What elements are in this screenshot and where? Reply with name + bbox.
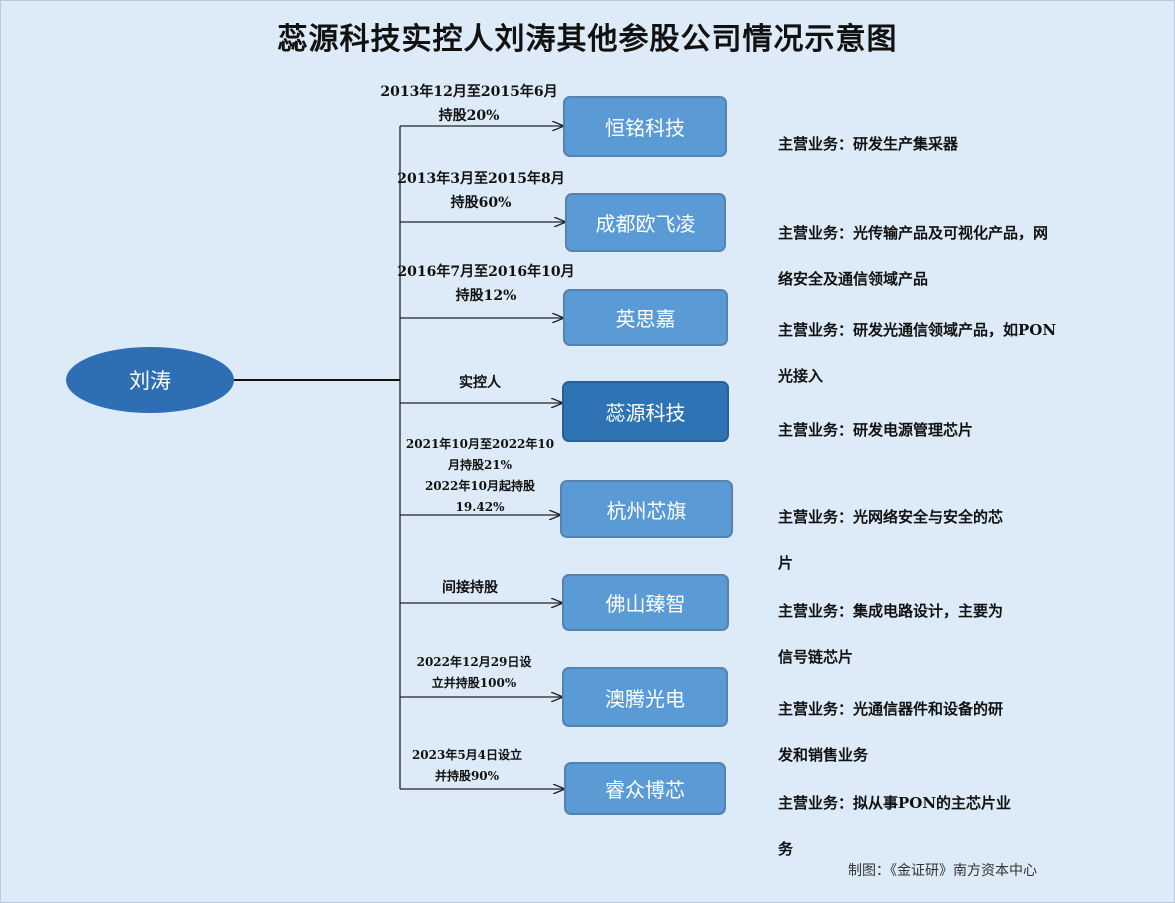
edge-label-4: 实控人 <box>440 371 520 395</box>
edge-label-line: 2013年12月至2015年6月 <box>380 84 558 100</box>
business-line: 主营业务：研发光通信领域产品，如PON <box>778 321 1057 339</box>
company-node-hangzhou-xinqi: 杭州芯旗 <box>560 480 733 538</box>
company-node-ruizhong-boxin: 睿众博芯 <box>564 762 726 815</box>
business-line: 片 <box>778 554 794 572</box>
edge-label-line: 持股12% <box>455 288 517 304</box>
business-line: 络安全及通信领域产品 <box>778 270 929 288</box>
business-desc-7: 主营业务：光通信器件和设备的研 发和销售业务 <box>778 675 1003 790</box>
business-desc-4: 主营业务：研发电源管理芯片 <box>778 396 973 465</box>
business-line: 信号链芯片 <box>778 648 854 666</box>
edge-label-5: 2021年10月至2022年10 月持股21% 2022年10月起持股 19.4… <box>395 434 565 518</box>
edge-label-line: 并持股90% <box>434 769 500 783</box>
edge-label-line: 19.42% <box>455 500 505 514</box>
company-name: 澳腾光电 <box>605 686 685 711</box>
edge-label-line: 立并持股100% <box>431 676 517 690</box>
business-line: 主营业务：研发电源管理芯片 <box>778 421 974 439</box>
company-name: 成都欧飞凌 <box>595 212 696 236</box>
edge-label-line: 2023年5月4日设立 <box>411 748 523 762</box>
root-node: 刘涛 <box>66 347 234 413</box>
company-name: 恒铭科技 <box>605 116 685 140</box>
edge-label-6: 间接持股 <box>420 576 520 600</box>
company-name: 佛山臻智 <box>605 592 686 616</box>
edge-label-line: 2013年3月至2015年8月 <box>397 171 565 187</box>
edge-label-line: 2022年10月起持股 <box>424 479 536 493</box>
business-desc-6: 主营业务：集成电路设计，主要为 信号链芯片 <box>778 577 1003 692</box>
business-desc-2: 主营业务：光传输产品及可视化产品，网 络安全及通信领域产品 <box>778 199 1048 314</box>
business-line: 主营业务：光传输产品及可视化产品，网 <box>778 224 1049 242</box>
company-name: 睿众博芯 <box>605 778 685 802</box>
company-node-ofeiling: 成都欧飞凌 <box>565 193 726 252</box>
edge-label-line: 2021年10月至2022年10 <box>405 437 555 451</box>
business-line: 务 <box>778 840 794 858</box>
edge-label-1: 2013年12月至2015年6月 持股20% <box>369 80 569 128</box>
business-line: 光接入 <box>778 367 824 385</box>
root-label: 刘涛 <box>129 369 171 393</box>
company-name: 蕊源科技 <box>605 401 686 425</box>
business-desc-3: 主营业务：研发光通信领域产品，如PON 光接入 <box>778 296 1056 411</box>
footer-credit: 制图：《金证研》南方资本中心 <box>848 863 1037 879</box>
company-node-yingsijia: 英思嘉 <box>563 289 728 346</box>
company-node-aoteng: 澳腾光电 <box>562 667 728 727</box>
company-node-hengming: 恒铭科技 <box>563 96 727 157</box>
edge-label-line: 持股60% <box>450 195 512 211</box>
business-line: 主营业务：光通信器件和设备的研 <box>778 700 1004 718</box>
business-desc-5: 主营业务：光网络安全与安全的芯 片 <box>778 483 1003 598</box>
edge-label-line: 2016年7月至2016年10月 <box>397 264 575 280</box>
edge-label-line: 持股20% <box>438 108 500 124</box>
business-line: 主营业务：拟从事PON的主芯片业 <box>778 794 1012 812</box>
business-line: 主营业务：研发生产集采器 <box>778 135 959 153</box>
business-line: 主营业务：光网络安全与安全的芯 <box>778 508 1004 526</box>
edge-label-line: 月持股21% <box>447 458 513 472</box>
edge-label-2: 2013年3月至2015年8月 持股60% <box>381 167 581 215</box>
company-node-ruiyuan: 蕊源科技 <box>562 381 729 442</box>
edge-label-line: 2022年12月29日设 <box>416 655 532 669</box>
edge-label-line: 间接持股 <box>442 580 498 596</box>
business-line: 发和销售业务 <box>778 746 869 764</box>
business-line: 主营业务：集成电路设计，主要为 <box>778 602 1004 620</box>
company-name: 英思嘉 <box>615 307 676 331</box>
business-desc-1: 主营业务：研发生产集采器 <box>778 110 958 179</box>
edge-label-3: 2016年7月至2016年10月 持股12% <box>386 260 586 308</box>
edge-label-7: 2022年12月29日设 立并持股100% <box>399 652 549 694</box>
diagram-title: 蕊源科技实控人刘涛其他参股公司情况示意图 <box>277 22 898 57</box>
company-node-foshan-zhenzhi: 佛山臻智 <box>562 574 729 631</box>
edge-label-8: 2023年5月4日设立 并持股90% <box>392 745 542 787</box>
business-desc-8: 主营业务：拟从事PON的主芯片业 务 <box>778 769 1011 884</box>
company-name: 杭州芯旗 <box>606 498 687 523</box>
edge-label-line: 实控人 <box>459 375 501 391</box>
